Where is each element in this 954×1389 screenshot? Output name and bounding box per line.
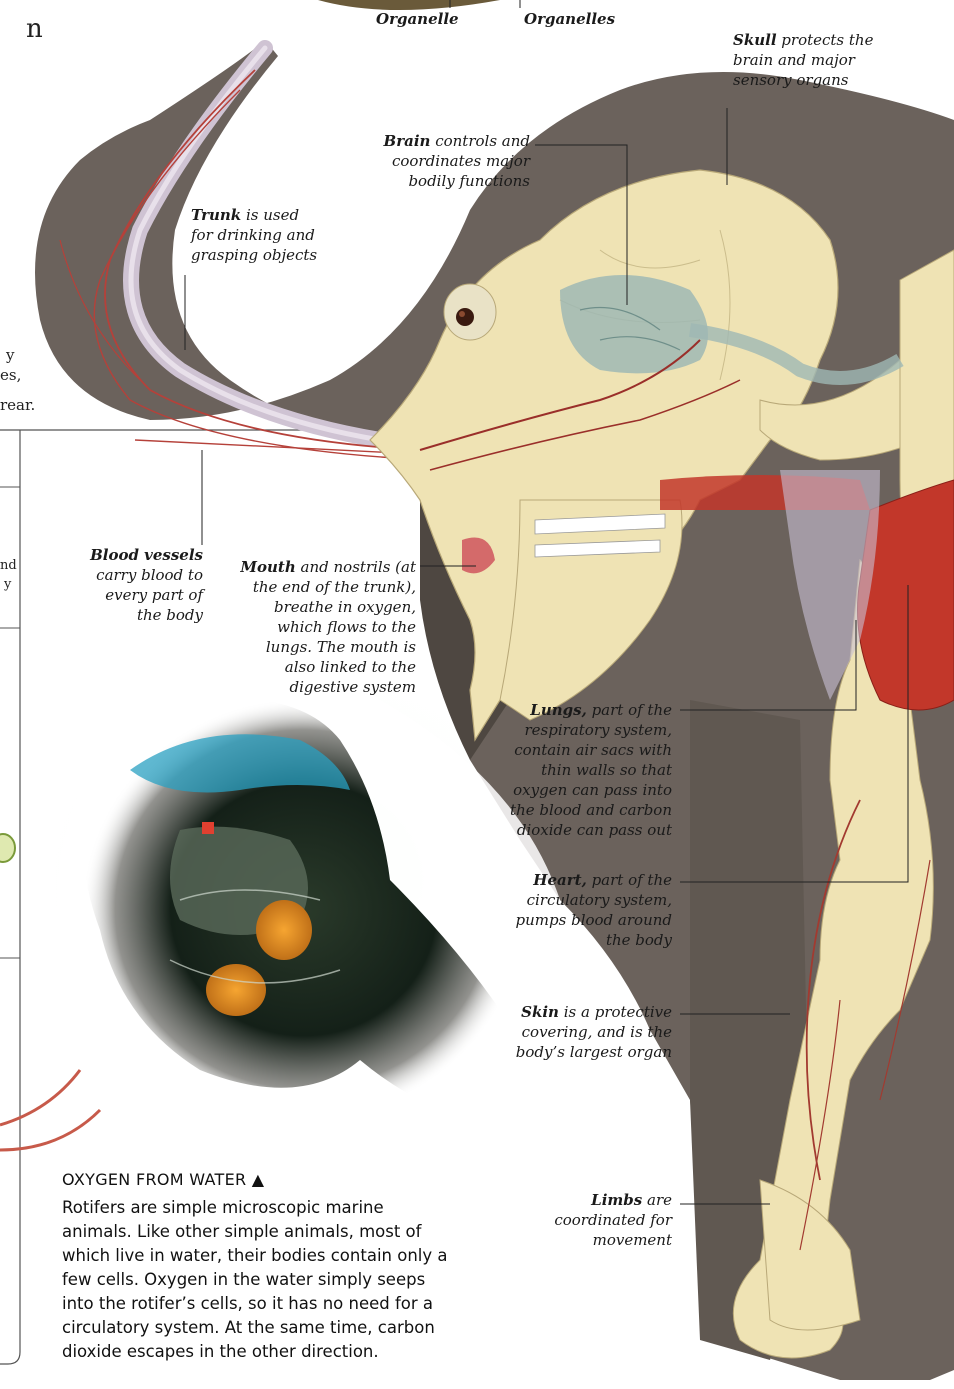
- edge-text-fragment: nd: [0, 558, 17, 573]
- organelles-label: Organelles: [524, 9, 615, 29]
- red-strand: [0, 1110, 100, 1150]
- brain-label: Brain controls and coordinates major bod…: [378, 131, 530, 191]
- blood-vessels-desc: carry blood to every part of the body: [96, 566, 203, 624]
- green-cell-icon: [0, 834, 15, 862]
- edge-text-fragment: rear.: [0, 396, 35, 414]
- edge-text-fragment: y: [4, 577, 11, 592]
- limbs-label: Limbs are coordinated for movement: [526, 1190, 672, 1250]
- blood-vessels-label: Blood vessels carry blood to every part …: [85, 545, 203, 625]
- red-strand: [0, 1070, 80, 1125]
- edge-text-fragment: y: [6, 346, 14, 364]
- lungs-term: Lungs,: [530, 701, 587, 719]
- edge-text-fragment: n: [26, 14, 43, 44]
- mouth-desc: and nostrils (at the end of the trunk), …: [253, 558, 416, 696]
- heart-term: Heart,: [533, 871, 587, 889]
- caption-body: Rotifers are simple microscopic marine a…: [62, 1196, 452, 1364]
- trunk-term: Trunk: [191, 206, 241, 224]
- caption-title: OXYGEN FROM WATER ▲: [62, 1170, 264, 1189]
- organelle-label: Organelle: [376, 9, 459, 29]
- skin-label: Skin is a protective covering, and is th…: [506, 1002, 672, 1062]
- heart-label: Heart, part of the circulatory system, p…: [506, 870, 672, 950]
- lungs-label: Lungs, part of the respiratory system, c…: [506, 700, 672, 840]
- skull-label: Skull protects the brain and major senso…: [733, 30, 883, 90]
- lungs-desc: part of the respiratory system, contain …: [510, 701, 672, 839]
- skull-term: Skull: [733, 31, 777, 49]
- mouth-label: Mouth and nostrils (at the end of the tr…: [234, 557, 416, 697]
- trunk-label: Trunk is used for drinking and grasping …: [191, 205, 321, 265]
- limbs-term: Limbs: [591, 1191, 642, 1209]
- skin-term: Skin: [521, 1003, 559, 1021]
- blood-vessels-term: Blood vessels: [90, 546, 203, 564]
- brain-term: Brain: [384, 132, 431, 150]
- eye: [444, 284, 496, 340]
- mouth-term: Mouth: [240, 558, 295, 576]
- edge-text-fragment: es,: [0, 366, 21, 384]
